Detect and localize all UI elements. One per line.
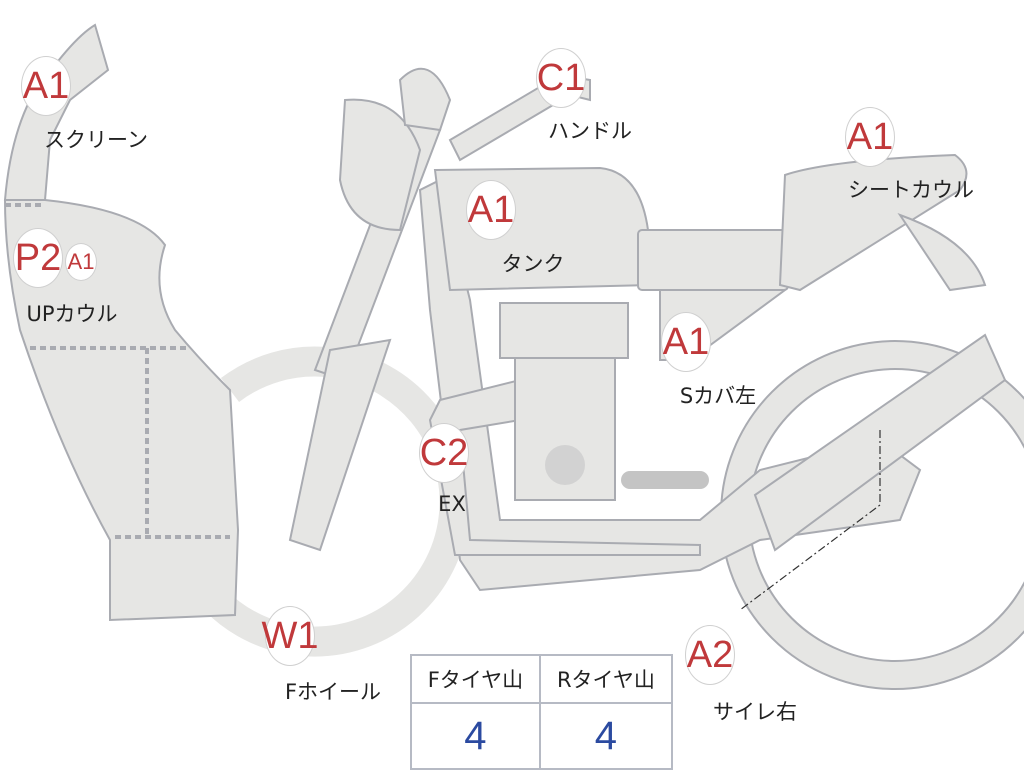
grade-marker-side-cover-left: A1 <box>661 312 711 372</box>
label-handle: ハンドル <box>548 119 632 143</box>
grade-marker-screen: A1 <box>21 56 71 116</box>
value-front-tire: 4 <box>410 702 541 770</box>
label-seat-cowl: シートカウル <box>848 178 974 202</box>
seat-cowl-shape <box>778 153 968 292</box>
label-screen: スクリーン <box>44 128 148 152</box>
tire-tread-table: Fタイヤ山 Rタイヤ山 4 4 <box>410 654 674 770</box>
grade-marker-up-cowl-secondary: A1 <box>65 243 97 281</box>
grade-marker-tank: A1 <box>466 180 516 240</box>
label-tank: タンク <box>501 252 565 276</box>
label-silencer-right: サイレ右 <box>713 700 797 724</box>
label-front-wheel: Fホイール <box>284 680 382 704</box>
label-up-cowl: UPカウル <box>26 302 118 326</box>
grade-marker-front-wheel: W1 <box>262 606 319 666</box>
label-side-cover-left: Sカバ左 <box>679 384 757 408</box>
up-cowl-shape <box>3 199 240 622</box>
grade-marker-silencer-right: A2 <box>685 625 735 685</box>
grade-marker-handle: C1 <box>536 48 586 108</box>
header-rear-tire: Rタイヤ山 <box>538 654 674 704</box>
grade-marker-exhaust: C2 <box>419 423 469 483</box>
grade-marker-up-cowl: P2 <box>13 228 63 288</box>
label-exhaust: EX <box>438 492 466 516</box>
value-rear-tire: 4 <box>538 702 674 770</box>
header-front-tire: Fタイヤ山 <box>410 654 541 704</box>
grade-marker-seat-cowl: A1 <box>845 107 895 167</box>
